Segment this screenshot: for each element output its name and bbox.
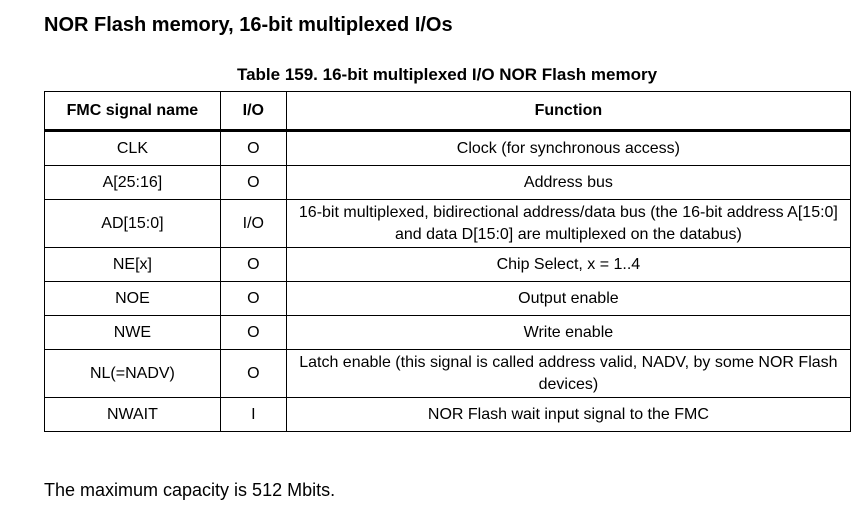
function-cell: Address bus — [285, 165, 852, 200]
function-cell: Clock (for synchronous access) — [285, 130, 852, 166]
table-row: NOE O Output enable — [44, 281, 852, 316]
table-row: AD[15:0] I/O 16-bit multiplexed, bidirec… — [44, 199, 852, 248]
signal-table: FMC signal name I/O Function CLK O Clock… — [44, 91, 852, 432]
io-cell: O — [219, 281, 287, 316]
table-row: A[25:16] O Address bus — [44, 165, 852, 200]
signal-name-cell: NE[x] — [44, 247, 221, 282]
column-header-io: I/O — [219, 91, 287, 132]
function-cell: NOR Flash wait input signal to the FMC — [285, 397, 852, 432]
signal-name-cell: NWAIT — [44, 397, 221, 432]
io-cell: O — [219, 315, 287, 350]
function-cell: Latch enable (this signal is called addr… — [285, 349, 852, 398]
io-cell: O — [219, 247, 287, 282]
table-row: CLK O Clock (for synchronous access) — [44, 130, 852, 166]
signal-name-cell: NL(=NADV) — [44, 349, 221, 398]
signal-name-cell: AD[15:0] — [44, 199, 221, 248]
function-cell: 16-bit multiplexed, bidirectional addres… — [285, 199, 852, 248]
table-row: NWE O Write enable — [44, 315, 852, 350]
table-caption: Table 159. 16-bit multiplexed I/O NOR Fl… — [236, 65, 658, 84]
table-row: NE[x] O Chip Select, x = 1..4 — [44, 247, 852, 282]
io-cell: O — [219, 349, 287, 398]
section-title: NOR Flash memory, 16-bit multiplexed I/O… — [44, 14, 453, 36]
signal-name-cell: NWE — [44, 315, 221, 350]
io-cell: O — [219, 165, 287, 200]
table-row: NL(=NADV) O Latch enable (this signal is… — [44, 349, 852, 398]
function-cell: Output enable — [285, 281, 852, 316]
column-header-signal-name: FMC signal name — [44, 91, 221, 132]
io-cell: I — [219, 397, 287, 432]
footer-note: The maximum capacity is 512 Mbits. — [44, 480, 336, 500]
function-cell: Write enable — [285, 315, 852, 350]
io-cell: O — [219, 130, 287, 166]
signal-name-cell: CLK — [44, 130, 221, 166]
table-header-row: FMC signal name I/O Function — [44, 91, 852, 132]
signal-name-cell: NOE — [44, 281, 221, 316]
signal-name-cell: A[25:16] — [44, 165, 221, 200]
column-header-function: Function — [285, 91, 852, 132]
io-cell: I/O — [219, 199, 287, 248]
function-cell: Chip Select, x = 1..4 — [285, 247, 852, 282]
table-row: NWAIT I NOR Flash wait input signal to t… — [44, 397, 852, 432]
